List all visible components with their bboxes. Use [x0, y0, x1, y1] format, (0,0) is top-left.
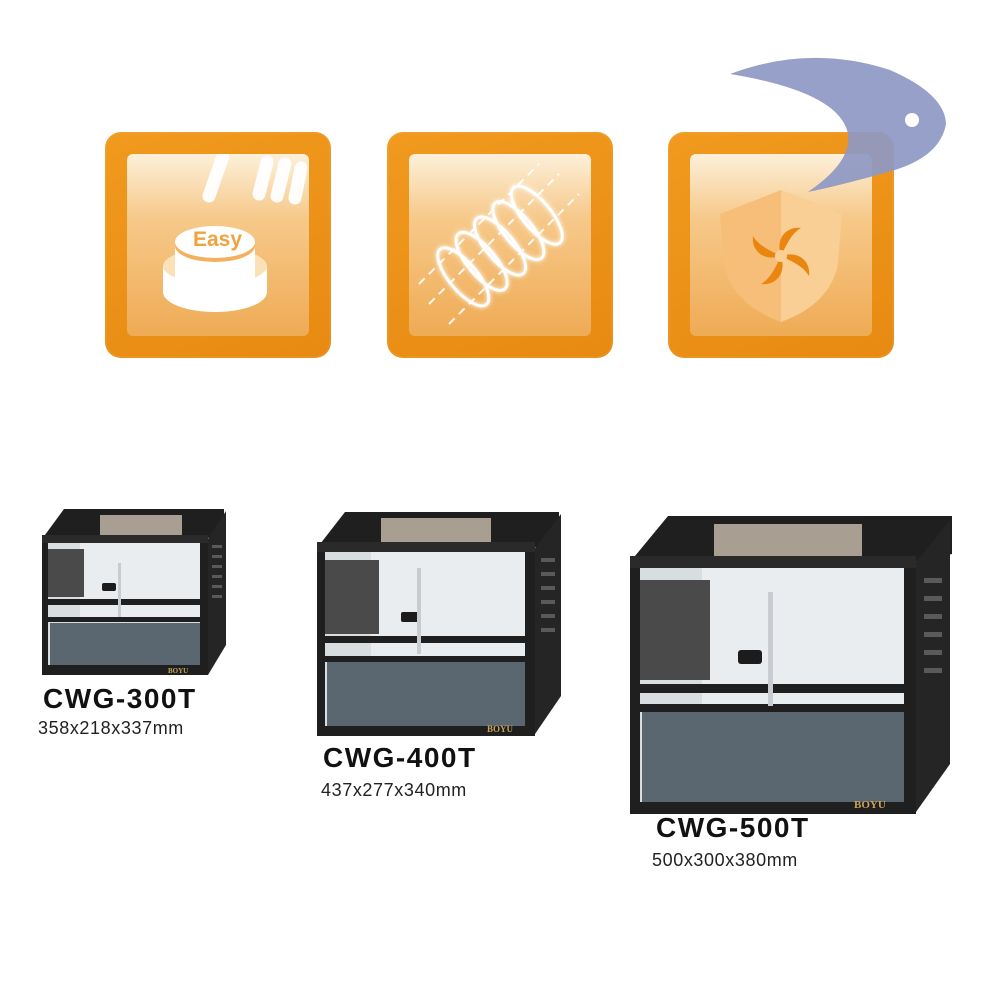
- feature-tile-shield: [668, 132, 894, 358]
- product-cwg-300t-image: BOYU: [40, 505, 230, 677]
- feature-tile-coil: [387, 132, 613, 358]
- model-name-cwg-500t: CWG-500T: [656, 812, 810, 843]
- product-cwg-400t-image: BOYU: [315, 508, 563, 738]
- shield-fan-icon: [720, 190, 842, 322]
- brand-logo-500t: BOYU: [854, 799, 886, 811]
- dimensions-cwg-500t: 500x300x380mm: [652, 850, 798, 870]
- easy-label: Easy: [193, 228, 243, 251]
- easy-button-icon: [163, 154, 308, 312]
- feature-tile-shield-inner: [690, 154, 872, 336]
- feature-tile-easy: Easy: [105, 132, 331, 358]
- spiral-coil-icon: [418, 163, 580, 325]
- fish-tail-icon: [730, 57, 946, 192]
- feature-tile-coil-inner: [409, 154, 591, 336]
- dimensions-cwg-300t: 358x218x337mm: [38, 718, 184, 738]
- dimensions-cwg-400t: 437x277x340mm: [321, 780, 467, 800]
- brand-logo-400t: BOYU: [487, 724, 514, 734]
- model-name-cwg-300t: CWG-300T: [43, 683, 197, 714]
- product-cwg-500t-image: BOYU: [628, 512, 956, 818]
- brand-logo-300t: BOYU: [168, 667, 188, 675]
- feature-tile-easy-inner: Easy: [127, 154, 309, 336]
- model-name-cwg-400t: CWG-400T: [323, 742, 477, 773]
